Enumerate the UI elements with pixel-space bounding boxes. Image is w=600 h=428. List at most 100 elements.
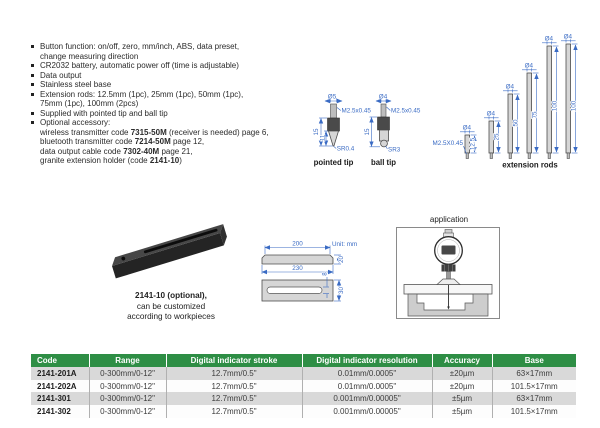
table-cell: 2141-301 — [37, 394, 71, 404]
ball-tip-radius-label: SR3 — [388, 147, 401, 154]
feature-line: wireless transmitter code 7315-50M (rece… — [40, 127, 269, 137]
table-cell: 0.001mm/0.00005" — [301, 392, 432, 406]
feature-line: bluetooth transmitter code 7214-50M page… — [40, 137, 205, 146]
dim-20-label: 20 — [338, 256, 345, 264]
table-cell: ±5µm — [431, 392, 492, 406]
unit-label: Unit: mm — [332, 241, 357, 248]
table-cell: 0-300mm/0-12" — [88, 379, 166, 393]
table-cell: 2141-202A — [37, 381, 77, 391]
pointed-tip-thread-label: M2.5x0.45 — [342, 108, 372, 115]
table-cell: ±20µm — [431, 379, 492, 393]
table-cell: 12.7mm/0.5" — [165, 379, 302, 393]
rod-diameter-label: Ø4 — [487, 110, 496, 117]
rod-diameter-label: Ø4 — [506, 83, 515, 90]
table-row: 2141-202A 0-300mm/0-12"12.7mm/0.5"0.01mm/… — [31, 379, 576, 393]
table-cell: 0-300mm/0-12" — [88, 367, 166, 380]
application-figure: application — [396, 215, 502, 319]
ball-tip-diameter-label: Ø4 — [379, 94, 388, 101]
dim-8-label: 8 — [322, 272, 329, 276]
rod-length-label: 100 — [552, 100, 559, 111]
dim-30-label: 30 — [338, 287, 345, 295]
table-cell: 2141-302 — [37, 406, 71, 416]
table-cell: ±20µm — [431, 367, 492, 380]
table-cell: 63×17mm — [491, 367, 576, 380]
rod-length-label: 100 — [571, 100, 578, 111]
feature-line: Extension rods: 12.5mm (1pc), 25mm (1pc)… — [40, 89, 244, 99]
feature-line: Supplied with pointed tip and ball tip — [40, 108, 168, 118]
feature-line: 75mm (1pc), 100mm (2pcs) — [40, 99, 139, 108]
table-header-cell: Accuracy — [431, 354, 492, 367]
pointed-tip-length-label: 15 — [313, 128, 320, 136]
pointed-tip-radius-label: SR0.4 — [337, 146, 355, 153]
rods-thread-label: M2.5X0.45 — [433, 140, 464, 147]
pointed-tip-caption: pointed tip — [314, 158, 354, 167]
granite-caption-line2: can be customized — [136, 301, 206, 311]
feature-line: data output cable code 7302-40M page 21, — [40, 146, 193, 156]
feature-item: Supplied with pointed tip and ball tip — [31, 109, 303, 119]
granite-caption-code: 2141-10 (optional), — [135, 291, 207, 300]
feature-item: Button function: on/off, zero, mm/inch, … — [31, 42, 303, 61]
ball-tip-caption: ball tip — [371, 158, 396, 167]
ball-tip-thread-label: M2.5x0.45 — [391, 108, 421, 115]
tips-and-rods-drawing: Ø5 M2.5x0.45 15 11 SR0.4 pointed tip Ø4 … — [312, 32, 578, 170]
bullet-icon — [31, 109, 40, 119]
feature-line: Data output — [40, 70, 82, 80]
feature-item: Extension rods: 12.5mm (1pc), 25mm (1pc)… — [31, 90, 303, 109]
table-cell: 0.01mm/0.0005" — [301, 379, 432, 393]
feature-line: Button function: on/off, zero, mm/inch, … — [40, 42, 240, 51]
table-row: 2141-302 0-300mm/0-12"12.7mm/0.5"0.001mm/… — [31, 405, 576, 418]
feature-line: CR2032 battery, automatic power off (tim… — [40, 61, 239, 70]
dim-200-label: 200 — [292, 241, 303, 248]
rod-diameter-label: Ø4 — [525, 62, 534, 69]
rod-length-label: 12.5 — [470, 137, 477, 150]
feature-line: Optional accessory: — [40, 118, 111, 127]
granite-caption-line3: according to workpieces — [127, 312, 215, 321]
application-box — [396, 227, 500, 319]
table-cell: 12.7mm/0.5" — [165, 392, 302, 406]
table-header-cell: Digital indicator resolution — [301, 354, 432, 367]
feature-item: Optional accessory:wireless transmitter … — [31, 118, 303, 166]
table-cell: 101.5×17mm — [491, 405, 576, 418]
feature-item: Data output — [31, 71, 303, 81]
bullet-icon — [31, 61, 40, 71]
application-drawing — [403, 229, 493, 317]
pointed-tip-diameter-label: Ø5 — [328, 94, 337, 101]
pointed-tip-cone-label: 11 — [319, 134, 326, 141]
extension-rods-caption: extension rods — [502, 161, 558, 170]
table-header-cell: Base — [491, 354, 576, 367]
granite-holder: 2141-10 (optional), can be customized ac… — [96, 214, 246, 323]
bullet-icon — [31, 118, 40, 166]
rod-length-label: 50 — [513, 119, 520, 127]
feature-line: Stainless steel base — [40, 80, 112, 89]
rod-diameter-label: Ø4 — [564, 33, 573, 40]
rod-diameter-label: Ø4 — [545, 35, 554, 42]
bullet-icon — [31, 90, 40, 109]
table-cell: 0-300mm/0-12" — [88, 405, 166, 418]
table-header-cell: Range — [88, 354, 166, 367]
dim-230-label: 230 — [292, 265, 303, 272]
holder-dimension-drawing: Unit: mm 200 230 20 8 30 — [261, 240, 358, 302]
feature-list: Button function: on/off, zero, mm/inch, … — [31, 42, 303, 166]
ball-tip-drawing: Ø4 M2.5x0.45 15 SR3 ball tip — [363, 93, 422, 167]
rod-length-label: 75 — [532, 111, 539, 119]
bullet-icon — [31, 80, 40, 90]
table-header-cell: Code — [31, 354, 89, 367]
ball-tip-length-label: 15 — [364, 128, 371, 136]
table-cell: 63×17mm — [491, 392, 576, 406]
feature-line: change measuring direction — [40, 51, 139, 61]
application-caption: application — [429, 215, 469, 224]
table-cell: 2141-201A — [37, 368, 77, 378]
table-cell: 12.7mm/0.5" — [165, 405, 302, 418]
granite-caption: 2141-10 (optional), can be customized ac… — [96, 291, 246, 323]
rod-diameter-label: Ø4 — [463, 124, 472, 131]
feature-item: Stainless steel base — [31, 80, 303, 90]
table-cell: ±5µm — [431, 405, 492, 418]
table-cell: 0.001mm/0.00005" — [301, 405, 432, 418]
bullet-icon — [31, 71, 40, 81]
